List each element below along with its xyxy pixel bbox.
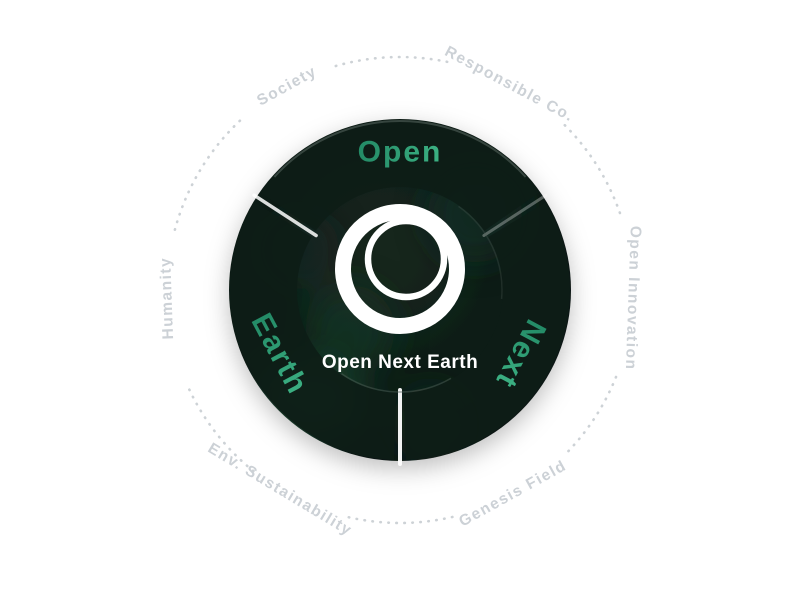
orbit-dotted-arc <box>346 515 454 525</box>
inner-rim-highlight <box>458 205 503 299</box>
orbit-label-responsible-co: Responsible Co. <box>442 43 577 126</box>
inner-rim-highlight <box>341 372 452 393</box>
orbit-label-humanity: Humanity <box>157 257 177 340</box>
segment-open-arc <box>260 120 540 232</box>
orbit-label-env-sustainability: Env. Sustainability <box>205 440 355 540</box>
orbit-dotted-arc <box>563 375 618 457</box>
ring-segments <box>230 120 570 460</box>
center-wordmark: Open Next Earth <box>322 352 478 373</box>
outer-rim-highlight <box>273 120 527 178</box>
segment-label-open: Open <box>358 136 443 169</box>
orbit-dotted-arc <box>187 387 255 473</box>
orbit-dotted-arc <box>173 118 243 231</box>
orbit-label-genesis-field: Genesis Field <box>456 457 569 530</box>
orbit-ring <box>173 55 623 525</box>
orbit-dotted-arc <box>563 123 623 220</box>
brand-logo-icon <box>335 204 465 334</box>
segment-earth-arc <box>230 202 398 460</box>
orbit-label-open-innovation: Open Innovation <box>622 225 644 370</box>
segment-next-arc <box>402 202 570 460</box>
orbit-label-society: Society <box>254 63 320 110</box>
orbit-dotted-arc <box>334 55 454 68</box>
logo-inner-circle-icon <box>364 217 448 301</box>
logo-outer-circle-icon <box>335 204 465 334</box>
segment-seam <box>252 193 318 238</box>
segment-seam <box>482 193 548 237</box>
